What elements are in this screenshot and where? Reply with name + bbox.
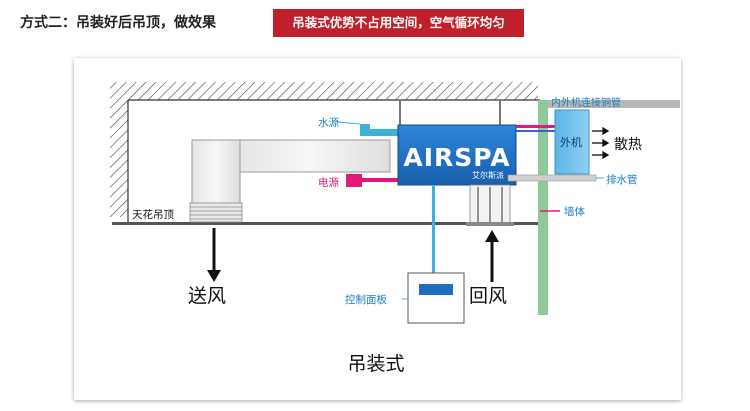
control-panel-label: 控制面板 [345, 293, 387, 306]
power-source-label: 电源 [318, 176, 339, 189]
wall-label: 墙体 [564, 205, 585, 218]
control-cable [432, 185, 435, 273]
control-panel-screen [419, 284, 453, 295]
page-heading: 方式二：吊装好后吊顶，做效果 [20, 15, 216, 31]
exterior-wall [538, 100, 548, 315]
outdoor-unit-label: 外机 [560, 135, 582, 149]
drain-pipe [507, 174, 597, 182]
supply-air-label: 送风 [188, 285, 226, 307]
flex-duct-collar [189, 202, 243, 223]
power-plug [346, 174, 362, 187]
supply-duct [231, 139, 391, 173]
diagram-caption: 吊装式 [347, 353, 404, 375]
ceiling-slab [128, 82, 538, 100]
copper-pipe-label: 内外机连接铜管 [551, 96, 621, 109]
copper-pipe [516, 125, 556, 128]
ceiling-label: 天花吊顶 [132, 208, 174, 221]
brand-logo: AIRSPA [403, 143, 510, 172]
return-air-arrowhead [485, 230, 499, 242]
supply-duct-elbow [191, 139, 241, 206]
suspended-ceiling [112, 222, 540, 225]
return-air-label: 回风 [469, 285, 507, 307]
control-panel [407, 272, 465, 324]
supply-air-arrowhead [207, 270, 221, 282]
drain-pipe-label: 排水管 [606, 173, 638, 186]
water-pipe [360, 124, 398, 136]
brand-subtitle: 艾尔斯派 [472, 170, 504, 180]
outdoor-unit [554, 109, 590, 175]
water-source-label: 水源 [318, 116, 339, 129]
left-wall [110, 82, 128, 217]
power-cable [362, 178, 398, 182]
advantage-badge: 吊装式优势不占用空间，空气循环均匀 [273, 9, 524, 37]
indoor-unit [397, 124, 517, 186]
heat-arrows [592, 126, 610, 160]
water-label-line [337, 121, 361, 125]
heat-label: 散热 [614, 137, 642, 153]
upper-slab-right [540, 100, 680, 108]
copper-pipe [516, 130, 556, 132]
return-air-grille [466, 184, 514, 226]
